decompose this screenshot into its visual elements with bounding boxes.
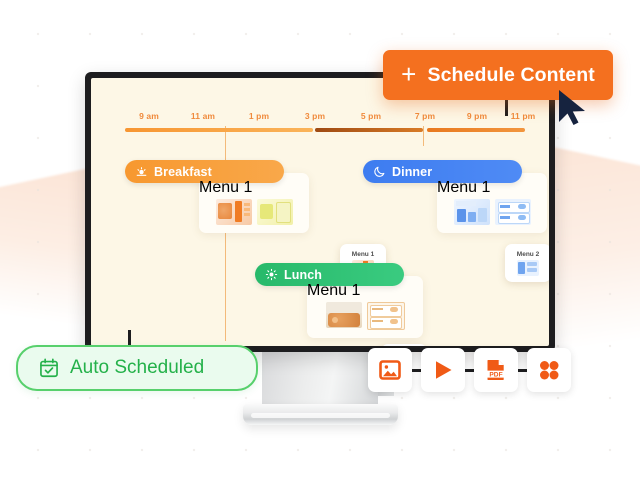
thumbnail[interactable]	[453, 199, 490, 225]
file-type-video[interactable]	[421, 348, 465, 392]
floating-card-label: Menu 2	[516, 250, 540, 258]
auto-scheduled-label: Auto Scheduled	[70, 357, 205, 378]
sun-icon	[136, 167, 147, 176]
tick-label: 11 pm	[510, 111, 536, 121]
auto-scheduled-badge[interactable]: Auto Scheduled	[16, 345, 258, 391]
meal-chip-dinner[interactable]: Dinner	[363, 160, 522, 183]
timeline-bars[interactable]	[125, 128, 525, 132]
meal-chip-label: Lunch	[284, 267, 322, 282]
timeline-segment-morning[interactable]	[125, 128, 313, 132]
dropline-breakfast	[225, 126, 227, 341]
timeline-ruler: 9 am 11 am 1 pm 3 pm 5 pm 7 pm 9 pm 11 p…	[125, 111, 535, 141]
file-row-connector	[412, 368, 421, 372]
schedule-content-button[interactable]: + Schedule Content	[383, 50, 613, 100]
plus-icon: +	[401, 58, 417, 89]
breakfast-menu-title: Menu 1	[199, 179, 253, 196]
timeline-segment-afternoon[interactable]	[315, 128, 423, 132]
tick-label: 3 pm	[304, 111, 326, 121]
tick-label: 5 pm	[360, 111, 382, 121]
file-type-grid[interactable]	[527, 348, 571, 392]
monitor-stand-neck	[262, 352, 394, 410]
lunch-floating-card[interactable]: Menu 2	[381, 344, 427, 346]
thumbnail[interactable]	[325, 302, 362, 328]
thumbnail[interactable]	[215, 199, 252, 225]
dinner-thumbnails	[437, 199, 547, 225]
file-row-connector	[465, 368, 474, 372]
file-type-pdf[interactable]: PDF	[474, 348, 518, 392]
tick-label: 11 am	[190, 111, 216, 121]
floating-card-thumbnail	[517, 259, 539, 276]
mouse-pointer-icon	[559, 90, 585, 125]
thumbnail[interactable]	[494, 199, 531, 225]
thumbnail[interactable]	[366, 302, 405, 330]
auto-badge-connector-up	[128, 330, 131, 348]
thumbnail[interactable]	[256, 199, 293, 225]
svg-text:PDF: PDF	[489, 372, 502, 379]
file-row-connector-up	[551, 336, 554, 350]
pdf-icon: PDF	[486, 360, 506, 380]
calendar-check-icon	[40, 358, 58, 378]
image-icon	[379, 360, 401, 380]
file-row-connector	[518, 368, 527, 372]
dinner-floating-card[interactable]: Menu 2	[505, 244, 549, 282]
monitor-stand-base	[243, 404, 398, 425]
schedule-content-label: Schedule Content	[427, 63, 595, 86]
schedule-button-connector-down	[505, 100, 508, 116]
tick-label: 9 pm	[466, 111, 488, 121]
timeline-segment-evening[interactable]	[427, 128, 525, 132]
tick-label: 1 pm	[248, 111, 270, 121]
tick-label: 9 am	[139, 111, 159, 121]
meal-chip-label: Dinner	[392, 164, 433, 179]
monitor-screen: 9 am 11 am 1 pm 3 pm 5 pm 7 pm 9 pm 11 p…	[91, 78, 549, 346]
meal-chip-lunch[interactable]: Lunch	[255, 263, 404, 286]
file-type-row: PDF	[368, 348, 571, 392]
desktop-monitor: 9 am 11 am 1 pm 3 pm 5 pm 7 pm 9 pm 11 p…	[85, 72, 555, 352]
breakfast-thumbnails	[199, 199, 309, 225]
timeline-tick-labels: 9 am 11 am 1 pm 3 pm 5 pm 7 pm 9 pm 11 p…	[125, 111, 535, 125]
four-dots-icon	[540, 361, 559, 380]
lunch-menu-title: Menu 1	[307, 282, 361, 299]
floating-card-label: Menu 1	[351, 250, 375, 258]
sun-bright-icon	[265, 268, 278, 281]
meal-chip-breakfast[interactable]: Breakfast	[125, 160, 284, 183]
tick-label: 7 pm	[414, 111, 436, 121]
play-icon	[436, 361, 452, 379]
dinner-menu-title: Menu 1	[437, 179, 491, 196]
schedule-button-connector	[372, 72, 386, 75]
file-type-image[interactable]	[368, 348, 412, 392]
lunch-thumbnails	[307, 302, 423, 330]
meal-chip-label: Breakfast	[154, 164, 212, 179]
moon-icon	[374, 166, 385, 177]
dropline-dinner	[423, 126, 425, 146]
